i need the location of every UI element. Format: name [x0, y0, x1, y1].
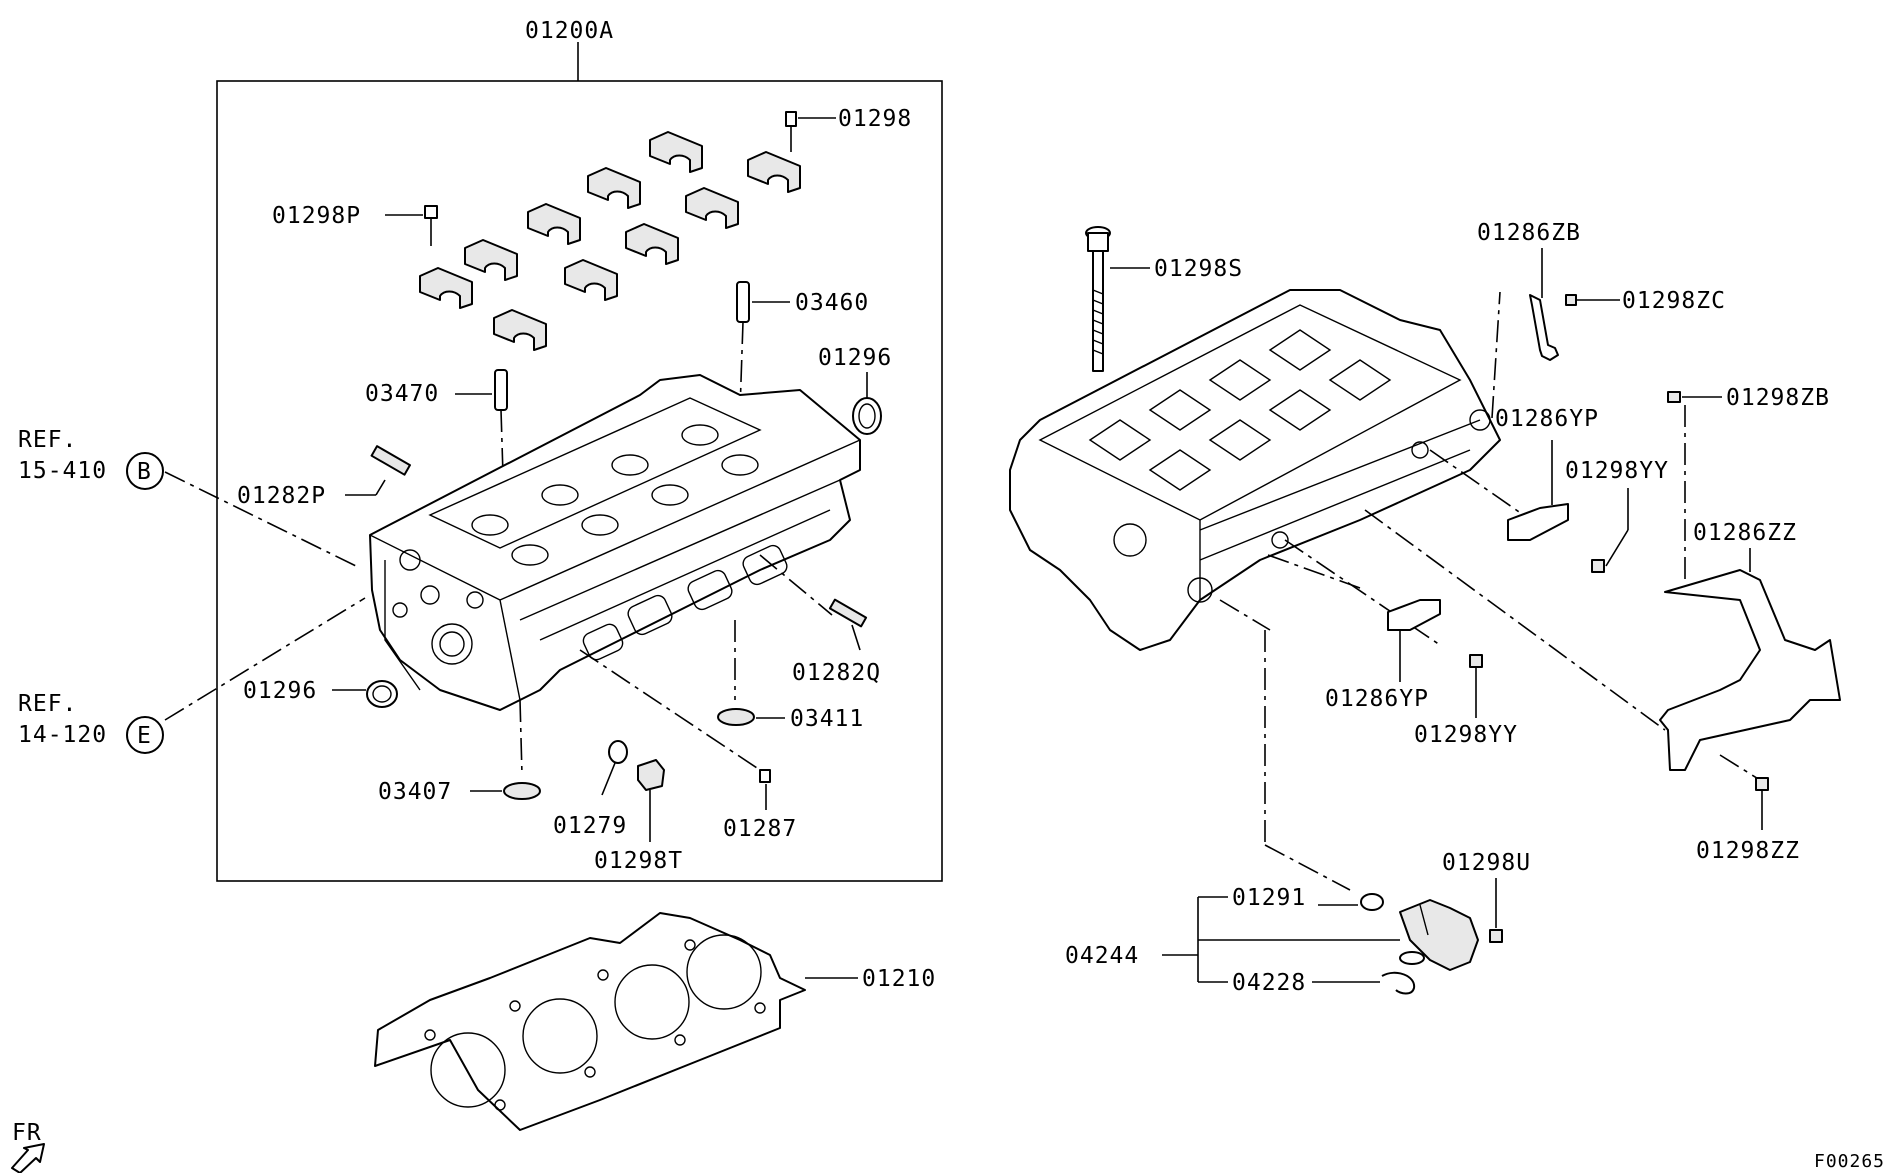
label-oring: 01291	[1232, 885, 1306, 911]
label-bolt-cap-left: 01298P	[272, 203, 361, 229]
label-head-bolt: 01298S	[1154, 256, 1243, 282]
seal-left	[470, 782, 541, 800]
ref-e-circle-letter: E	[137, 723, 152, 749]
label-seal-right: 03411	[790, 706, 864, 732]
ref-e: REF. 14-120 E	[18, 691, 164, 754]
bolt-yy-top	[1591, 488, 1629, 573]
label-plug-bolt: 01298T	[594, 848, 683, 874]
label-stud-right: 01282Q	[792, 660, 881, 686]
bracket-zb	[1529, 248, 1559, 361]
cap-bolt-top	[785, 111, 836, 152]
label-gasket: 01210	[862, 966, 936, 992]
clip	[1381, 971, 1416, 995]
label-bracket-yp-bottom: 01286YP	[1325, 686, 1429, 712]
front-marker-text: FR	[12, 1120, 42, 1146]
oil-control-valve	[1360, 893, 1479, 971]
ref-b-leader	[164, 471, 361, 569]
label-valve-assy: 04244	[1065, 943, 1139, 969]
pin	[759, 769, 771, 810]
label-stud-left: 01282P	[237, 483, 326, 509]
head-gasket	[374, 912, 858, 1131]
label-pin: 01287	[723, 816, 797, 842]
label-main-assembly: 01200A	[525, 18, 614, 44]
ref-e-line2: 14-120	[18, 722, 107, 748]
head-bolt	[1085, 226, 1150, 372]
washer	[601, 740, 628, 796]
bolt-zz	[1755, 777, 1769, 830]
label-bracket-yp-top: 01286YP	[1495, 406, 1599, 432]
stud-left	[345, 445, 411, 496]
figure-code: F00265	[1814, 1151, 1885, 1172]
label-bolt-zz: 01298ZZ	[1696, 838, 1800, 864]
label-dowel-right: 03460	[795, 290, 869, 316]
label-dowel-left: 03470	[365, 381, 439, 407]
label-bolt-yy-top: 01298YY	[1565, 458, 1669, 484]
label-bolt-zc: 01298ZC	[1622, 288, 1726, 314]
label-bolt-zb: 01298ZB	[1726, 385, 1830, 411]
label-bolt-yy-bottom: 01298YY	[1414, 722, 1518, 748]
label-plug-right: 01296	[818, 345, 892, 371]
label-bolt-u: 01298U	[1442, 850, 1531, 876]
plug-right	[852, 372, 882, 435]
assembly-frame	[216, 42, 943, 882]
ref-b-circle-letter: B	[137, 459, 152, 485]
label-clip: 04228	[1232, 970, 1306, 996]
ref-b: REF. 15-410 B	[18, 427, 164, 490]
label-plug-left: 01296	[243, 678, 317, 704]
dowel-left	[455, 369, 508, 541]
camshaft-bearing-caps	[419, 131, 801, 351]
ref-b-line1: REF.	[18, 427, 77, 453]
cylinder-head-left	[369, 374, 861, 711]
seal-right	[717, 708, 785, 726]
cylinder-head-right	[1009, 289, 1501, 651]
bolt-u	[1489, 878, 1503, 943]
front-arrow-icon: FR	[11, 1120, 45, 1173]
label-bracket-zb: 01286ZB	[1477, 220, 1581, 246]
label-washer: 01279	[553, 813, 627, 839]
bolt-yy-bottom	[1469, 654, 1483, 718]
bracket-yp-bottom	[1387, 599, 1441, 682]
bracket-zz	[1659, 548, 1841, 771]
ref-b-line2: 15-410	[18, 458, 107, 484]
label-seal-left: 03407	[378, 779, 452, 805]
cap-bolt-left	[385, 205, 438, 246]
bolt-zc	[1565, 294, 1620, 306]
bolt-zb	[1667, 391, 1722, 403]
plug-left	[332, 680, 398, 708]
valve-assy-leader	[1162, 896, 1400, 983]
stud-right	[828, 598, 868, 651]
bracket-yp-top	[1507, 440, 1569, 541]
plug-bolt	[637, 759, 665, 842]
label-bracket-zz: 01286ZZ	[1693, 520, 1797, 546]
ref-e-leader	[164, 597, 366, 721]
ref-e-line1: REF.	[18, 691, 77, 717]
label-bolt-cap-top: 01298	[838, 106, 912, 132]
